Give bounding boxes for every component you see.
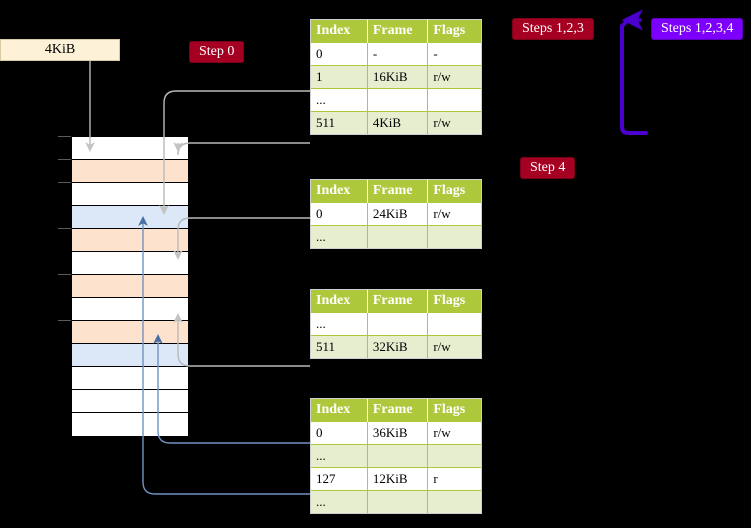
memory-frame-row: [72, 344, 188, 367]
memory-frame-row: [72, 321, 188, 344]
column-header-index: Index: [311, 180, 368, 203]
cell-index: 511: [311, 335, 368, 358]
cell-frame: [367, 490, 429, 513]
memory-tick: [58, 182, 71, 183]
cell-index: ...: [311, 88, 368, 112]
connector-t2row511-up: [173, 313, 310, 367]
cell-flags: r/w: [427, 111, 481, 134]
column-header-index: Index: [311, 20, 368, 43]
cell-frame: -: [367, 42, 429, 66]
column-header-frame: Frame: [367, 180, 429, 203]
frame-size-label: 4KiB: [0, 39, 120, 61]
memory-frame-row: [72, 390, 188, 413]
memory-frame-row: [72, 413, 188, 436]
table-row: 0--: [311, 42, 481, 66]
memory-frame-row: [72, 298, 188, 321]
memory-frame-row: [72, 275, 188, 298]
column-header-flags: Flags: [427, 290, 481, 313]
memory-frame-row: [72, 252, 188, 275]
cell-frame: 24KiB: [367, 202, 429, 226]
cell-frame: [367, 225, 429, 248]
memory-frame-row: [72, 229, 188, 252]
cell-flags: r: [427, 467, 481, 491]
badge-step-4: Step 4: [520, 157, 576, 179]
cell-flags: r/w: [427, 65, 481, 89]
table-row: ...: [311, 312, 481, 336]
cell-index: ...: [311, 444, 368, 468]
memory-tick: [58, 136, 71, 137]
cell-index: 0: [311, 42, 368, 66]
cell-flags: [427, 444, 481, 468]
cell-index: 0: [311, 421, 368, 445]
cell-flags: [427, 88, 481, 112]
cell-flags: r/w: [427, 421, 481, 445]
column-header-frame: Frame: [367, 20, 429, 43]
cell-index: 127: [311, 467, 368, 491]
table-row: ...: [311, 444, 481, 468]
badge-steps-123: Steps 1,2,3: [512, 18, 594, 40]
cell-frame: [367, 444, 429, 468]
cell-index: 511: [311, 111, 368, 134]
cell-flags: r/w: [427, 335, 481, 358]
connector-purple-bracket: [620, 18, 648, 135]
memory-frame-row: [72, 206, 188, 229]
connector-t0row511-left: [177, 142, 310, 156]
cell-frame: 16KiB: [367, 65, 429, 89]
connector-t1row0-down: [173, 217, 310, 260]
memory-frame-row: [72, 183, 188, 206]
cell-flags: [427, 225, 481, 248]
table-row: ...: [311, 88, 481, 112]
memory-frame-row: [72, 137, 188, 160]
cell-index: ...: [311, 225, 368, 248]
memory-frame-row: [72, 160, 188, 183]
column-header-frame: Frame: [367, 290, 429, 313]
cell-frame: 36KiB: [367, 421, 429, 445]
physical-memory-column: [71, 136, 189, 436]
cell-frame: [367, 88, 429, 112]
column-header-frame: Frame: [367, 399, 429, 422]
column-header-index: Index: [311, 290, 368, 313]
cell-frame: [367, 312, 429, 336]
memory-tick: [58, 274, 71, 275]
column-header-index: Index: [311, 399, 368, 422]
column-header-flags: Flags: [427, 399, 481, 422]
table-row: ...: [311, 225, 481, 248]
cell-index: 0: [311, 202, 368, 226]
badge-step-0: Step 0: [189, 41, 245, 63]
cell-flags: r/w: [427, 202, 481, 226]
table-row: ...: [311, 490, 481, 513]
cell-flags: -: [427, 42, 481, 66]
column-header-flags: Flags: [427, 180, 481, 203]
memory-frame-row: [72, 367, 188, 390]
badge-steps-1234: Steps 1,2,3,4: [651, 18, 744, 40]
cell-flags: [427, 312, 481, 336]
cell-index: ...: [311, 312, 368, 336]
memory-tick: [58, 228, 71, 229]
column-header-flags: Flags: [427, 20, 481, 43]
memory-tick: [58, 320, 71, 321]
cell-frame: 4KiB: [367, 111, 429, 134]
cell-index: 1: [311, 65, 368, 89]
memory-tick: [58, 159, 71, 160]
cell-frame: 12KiB: [367, 467, 429, 491]
cell-index: ...: [311, 490, 368, 513]
cell-frame: 32KiB: [367, 335, 429, 358]
cell-flags: [427, 490, 481, 513]
